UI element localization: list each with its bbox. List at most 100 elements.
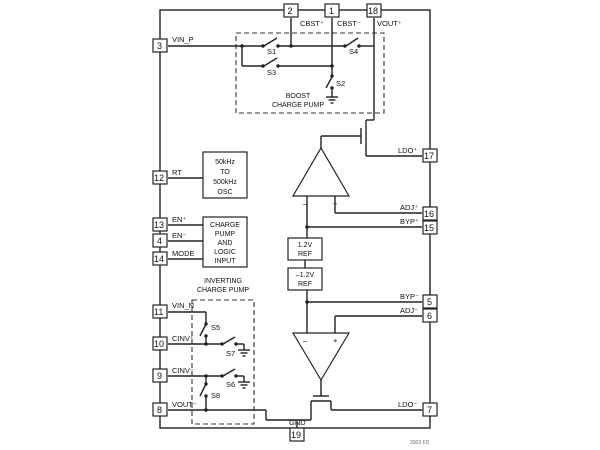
svg-text:11: 11 — [154, 307, 163, 317]
label-s6: S6 — [226, 380, 235, 389]
label-s2: S2 — [336, 79, 345, 88]
svg-text:8: 8 — [157, 405, 162, 415]
switch-s6 — [222, 368, 236, 377]
label-ldo-p: LDO⁺ — [398, 146, 417, 155]
logic-line3: AND — [218, 240, 233, 247]
svg-text:2: 2 — [288, 6, 293, 16]
s4-contact-a — [343, 44, 347, 48]
oscillator-block — [202, 151, 248, 199]
svg-text:12: 12 — [154, 173, 164, 183]
pin-19: 19 — [289, 427, 305, 442]
label-ldo-n: LDO⁻ — [398, 400, 417, 409]
s5-contact-a — [204, 322, 208, 326]
label-gnd: GND — [289, 418, 306, 427]
svg-text:3: 3 — [157, 41, 162, 51]
pin-10: 10 — [152, 336, 168, 351]
junction-cinv-n — [204, 374, 208, 378]
pin-9: 9 — [152, 368, 168, 383]
s2-contact-a — [330, 74, 334, 78]
svg-text:4: 4 — [157, 236, 162, 246]
amp-bot-minus: – — [303, 336, 308, 345]
svg-text:16: 16 — [424, 209, 434, 219]
switch-s1 — [263, 37, 278, 47]
svg-text:10: 10 — [154, 339, 164, 349]
svg-text:15: 15 — [424, 223, 434, 233]
pin-12: 12 — [152, 170, 168, 185]
svg-text:5: 5 — [427, 297, 432, 307]
label-mode: MODE — [172, 249, 195, 258]
label-en-p: EN⁺ — [172, 215, 186, 224]
s3-contact-a — [261, 64, 265, 68]
switch-s2 — [325, 76, 333, 89]
label-s1: S1 — [267, 47, 276, 56]
svg-text:17: 17 — [424, 151, 434, 161]
switch-s5 — [199, 323, 207, 337]
s4-contact-b — [357, 44, 361, 48]
s3-contact-b — [276, 64, 280, 68]
svg-text:19: 19 — [291, 430, 301, 440]
osc-line4: OSC — [217, 189, 232, 196]
amp-bot-plus: + — [333, 336, 338, 345]
logic-line4: LOGIC — [214, 249, 236, 256]
label-vout-p: VOUT⁺ — [377, 19, 402, 28]
svg-text:13: 13 — [154, 220, 164, 230]
ref-n-line2: REF — [298, 281, 312, 288]
pin-13: 13 — [152, 217, 168, 232]
switch-s8 — [199, 383, 207, 397]
ref-n-line1: –1.2V — [296, 272, 315, 279]
inverting-charge-pump-region — [191, 299, 255, 425]
pin-1: 1 — [324, 3, 340, 18]
label-vout-n: VOUT⁻ — [172, 400, 197, 409]
osc-line3: 500kHz — [213, 179, 237, 186]
s7-contact-a — [220, 342, 224, 346]
pin-3: 3 — [152, 38, 168, 53]
svg-text:7: 7 — [427, 405, 432, 415]
label-adj-p: ADJ⁺ — [400, 203, 418, 212]
label-cinv-n: CINV⁻ — [172, 366, 194, 375]
boost-label-line2: CHARGE PUMP — [272, 102, 324, 109]
pin-14: 14 — [152, 251, 168, 266]
figure-code: 3303 FD — [410, 440, 430, 446]
pin-8: 8 — [152, 402, 168, 417]
osc-line2: TO — [220, 169, 230, 176]
amp-top-minus: – — [303, 199, 308, 208]
switch-s7 — [222, 336, 236, 345]
label-byp-n: BYP⁻ — [400, 292, 419, 301]
logic-line1: CHARGE — [210, 222, 240, 229]
svg-text:6: 6 — [427, 311, 432, 321]
junction-vin-p — [240, 44, 244, 48]
s1-contact-a — [261, 44, 265, 48]
amplifier-bottom — [291, 332, 351, 382]
amplifier-top — [291, 146, 351, 197]
s8-contact-a — [204, 382, 208, 386]
pin-2: 2 — [283, 3, 299, 18]
junction-cbst-p — [289, 44, 293, 48]
label-s3: S3 — [267, 68, 276, 77]
label-cinv-p: CINV⁺ — [172, 334, 194, 343]
junction-byp-n — [305, 300, 309, 304]
logic-line2: PUMP — [215, 231, 236, 238]
label-vin-n: VIN_N — [172, 301, 194, 310]
label-byp-p: BYP⁺ — [400, 217, 419, 226]
pin-18: 18 — [366, 3, 382, 18]
pin-4: 4 — [152, 233, 168, 248]
label-s8: S8 — [211, 391, 220, 400]
label-s5: S5 — [211, 323, 220, 332]
junction-byp-p — [305, 225, 309, 229]
pin-6: 6 — [422, 308, 438, 323]
svg-text:18: 18 — [368, 6, 378, 16]
label-cbst-p: CBST⁺ — [300, 19, 324, 28]
pin-5: 5 — [422, 294, 438, 309]
s1-contact-b — [276, 44, 280, 48]
logic-block — [202, 216, 248, 268]
osc-line1: 50kHz — [215, 159, 235, 166]
svg-text:1: 1 — [329, 6, 334, 16]
svg-text:9: 9 — [157, 371, 162, 381]
inverting-label-line1: INVERTING — [204, 278, 242, 285]
label-cbst-n: CBST⁻ — [337, 19, 361, 28]
pin-16: 16 — [422, 206, 438, 221]
inverting-label-line2: CHARGE PUMP — [197, 287, 249, 294]
label-s4: S4 — [349, 47, 358, 56]
ref-p-line2: REF — [298, 251, 312, 258]
s2-contact-b — [330, 86, 334, 90]
